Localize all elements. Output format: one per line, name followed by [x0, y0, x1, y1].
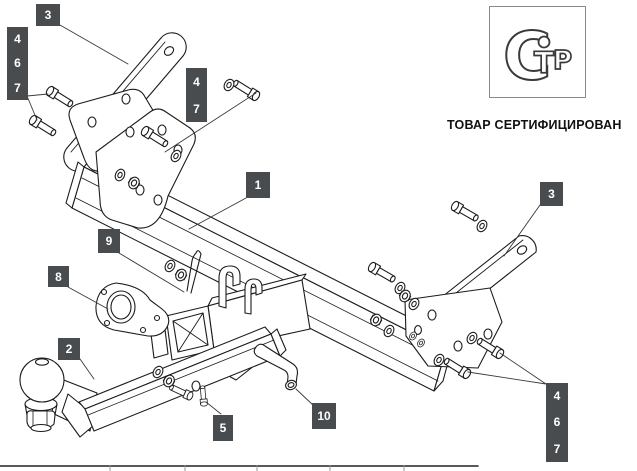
callout-bar-4-6-7-left: 4 6 7: [7, 27, 28, 100]
r-clip-pin: [186, 250, 202, 294]
callout-7: 7: [14, 80, 21, 95]
str-certification-logo-box: С Т Р: [489, 6, 586, 98]
callout-4: 4: [14, 32, 21, 47]
logo-letter-c: С: [503, 18, 551, 95]
right-side-arm: [404, 235, 537, 369]
callout-4: 4: [553, 389, 561, 404]
callout-bar-4-6-7-right: 4 6 7: [546, 383, 568, 462]
left-mounting-bracket: [68, 88, 196, 229]
logo-letter-t: Т: [534, 46, 554, 80]
callout-9-r-clip: 9: [98, 229, 120, 253]
callout-2-ball-mount: 2: [58, 338, 80, 360]
logo-figure-head: [537, 35, 551, 49]
receiver-bracket: [148, 265, 311, 381]
callout-6: 6: [14, 56, 21, 71]
callout-7: 7: [553, 441, 561, 456]
callout-7: 7: [193, 101, 200, 116]
hitch-pin: [253, 343, 299, 391]
str-certification-logo: С Т Р: [502, 17, 573, 96]
callout-1-main-beam: 1: [246, 172, 270, 198]
callout-bar-4-7-top: 4 7: [186, 68, 207, 122]
callout-8-socket-plate: 8: [48, 266, 69, 287]
certification-caption: ТОВАР СЕРТИФИЦИРОВАН: [447, 118, 622, 132]
callout-5-small-bolt: 5: [213, 415, 233, 441]
callout-10-hitch-pin: 10: [312, 403, 336, 429]
callout-3-left: 3: [36, 4, 60, 26]
callout-3-right: 3: [540, 182, 563, 206]
leader-lines: [26, 24, 547, 415]
logo-letter-r: Р: [553, 46, 572, 76]
title-block-border: [0, 465, 479, 471]
ball-mount: [19, 326, 287, 438]
socket-plate: [95, 282, 170, 337]
callout-6: 6: [553, 415, 561, 430]
callout-4: 4: [193, 74, 200, 89]
